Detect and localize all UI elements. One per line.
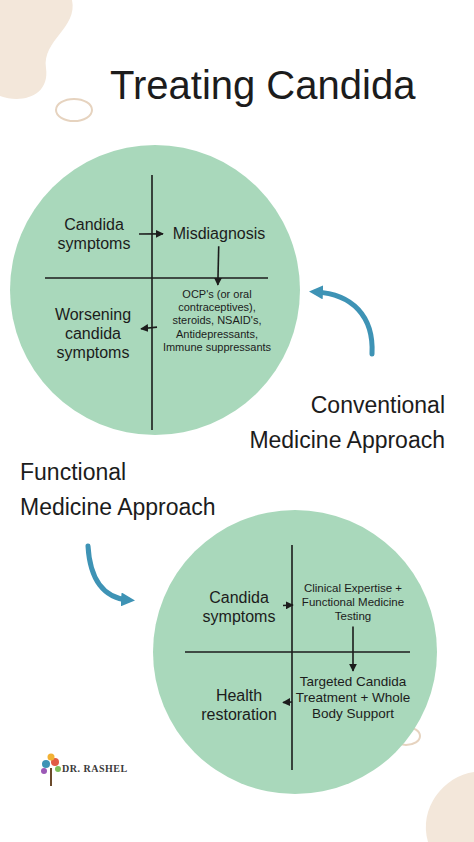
step-text: Candida symptoms [198,588,280,626]
circle-fill [10,145,300,435]
logo-text: DR. RASHEL [62,763,128,774]
step-box: OCP's (or oral contraceptives), steroids… [160,288,274,354]
step-box: Targeted Candida Treatment + Whole Body … [295,674,411,723]
approach-circle: Conventional Medicine ApproachCandida sy… [10,145,300,435]
step-box: Worsening candida symptoms [48,305,138,363]
step-text: Health restoration [198,686,280,724]
corner-blob [426,772,474,842]
corner-blob [0,0,73,99]
circle-outline [153,510,437,794]
step-text: Candida symptoms [52,215,136,253]
circle-fill [153,510,437,794]
step-box: Clinical Expertise + Functional Medicine… [296,582,410,623]
step-text: Misdiagnosis [166,224,272,243]
approach-circle: Functional Medicine ApproachCandida symp… [153,510,437,794]
logo-icon [41,754,61,787]
step-text: Worsening candida symptoms [48,305,138,363]
pointer-arrow [316,292,372,354]
step-box: Candida symptoms [52,215,136,253]
step-text: Targeted Candida Treatment + Whole Body … [295,674,411,723]
step-box: Health restoration [198,686,280,724]
circle-outline [10,145,300,435]
approach-heading: Functional Medicine Approach [20,455,221,525]
step-text: Clinical Expertise + Functional Medicine… [296,582,410,623]
diagram-title: Treating Candida [110,62,440,108]
step-box: Candida symptoms [198,588,280,626]
approach-heading: Conventional Medicine Approach [235,388,445,458]
step-text: OCP's (or oral contraceptives), steroids… [160,288,274,354]
step-box: Misdiagnosis [166,224,272,243]
ring-ornament [56,99,92,121]
pointer-arrow [88,546,128,600]
